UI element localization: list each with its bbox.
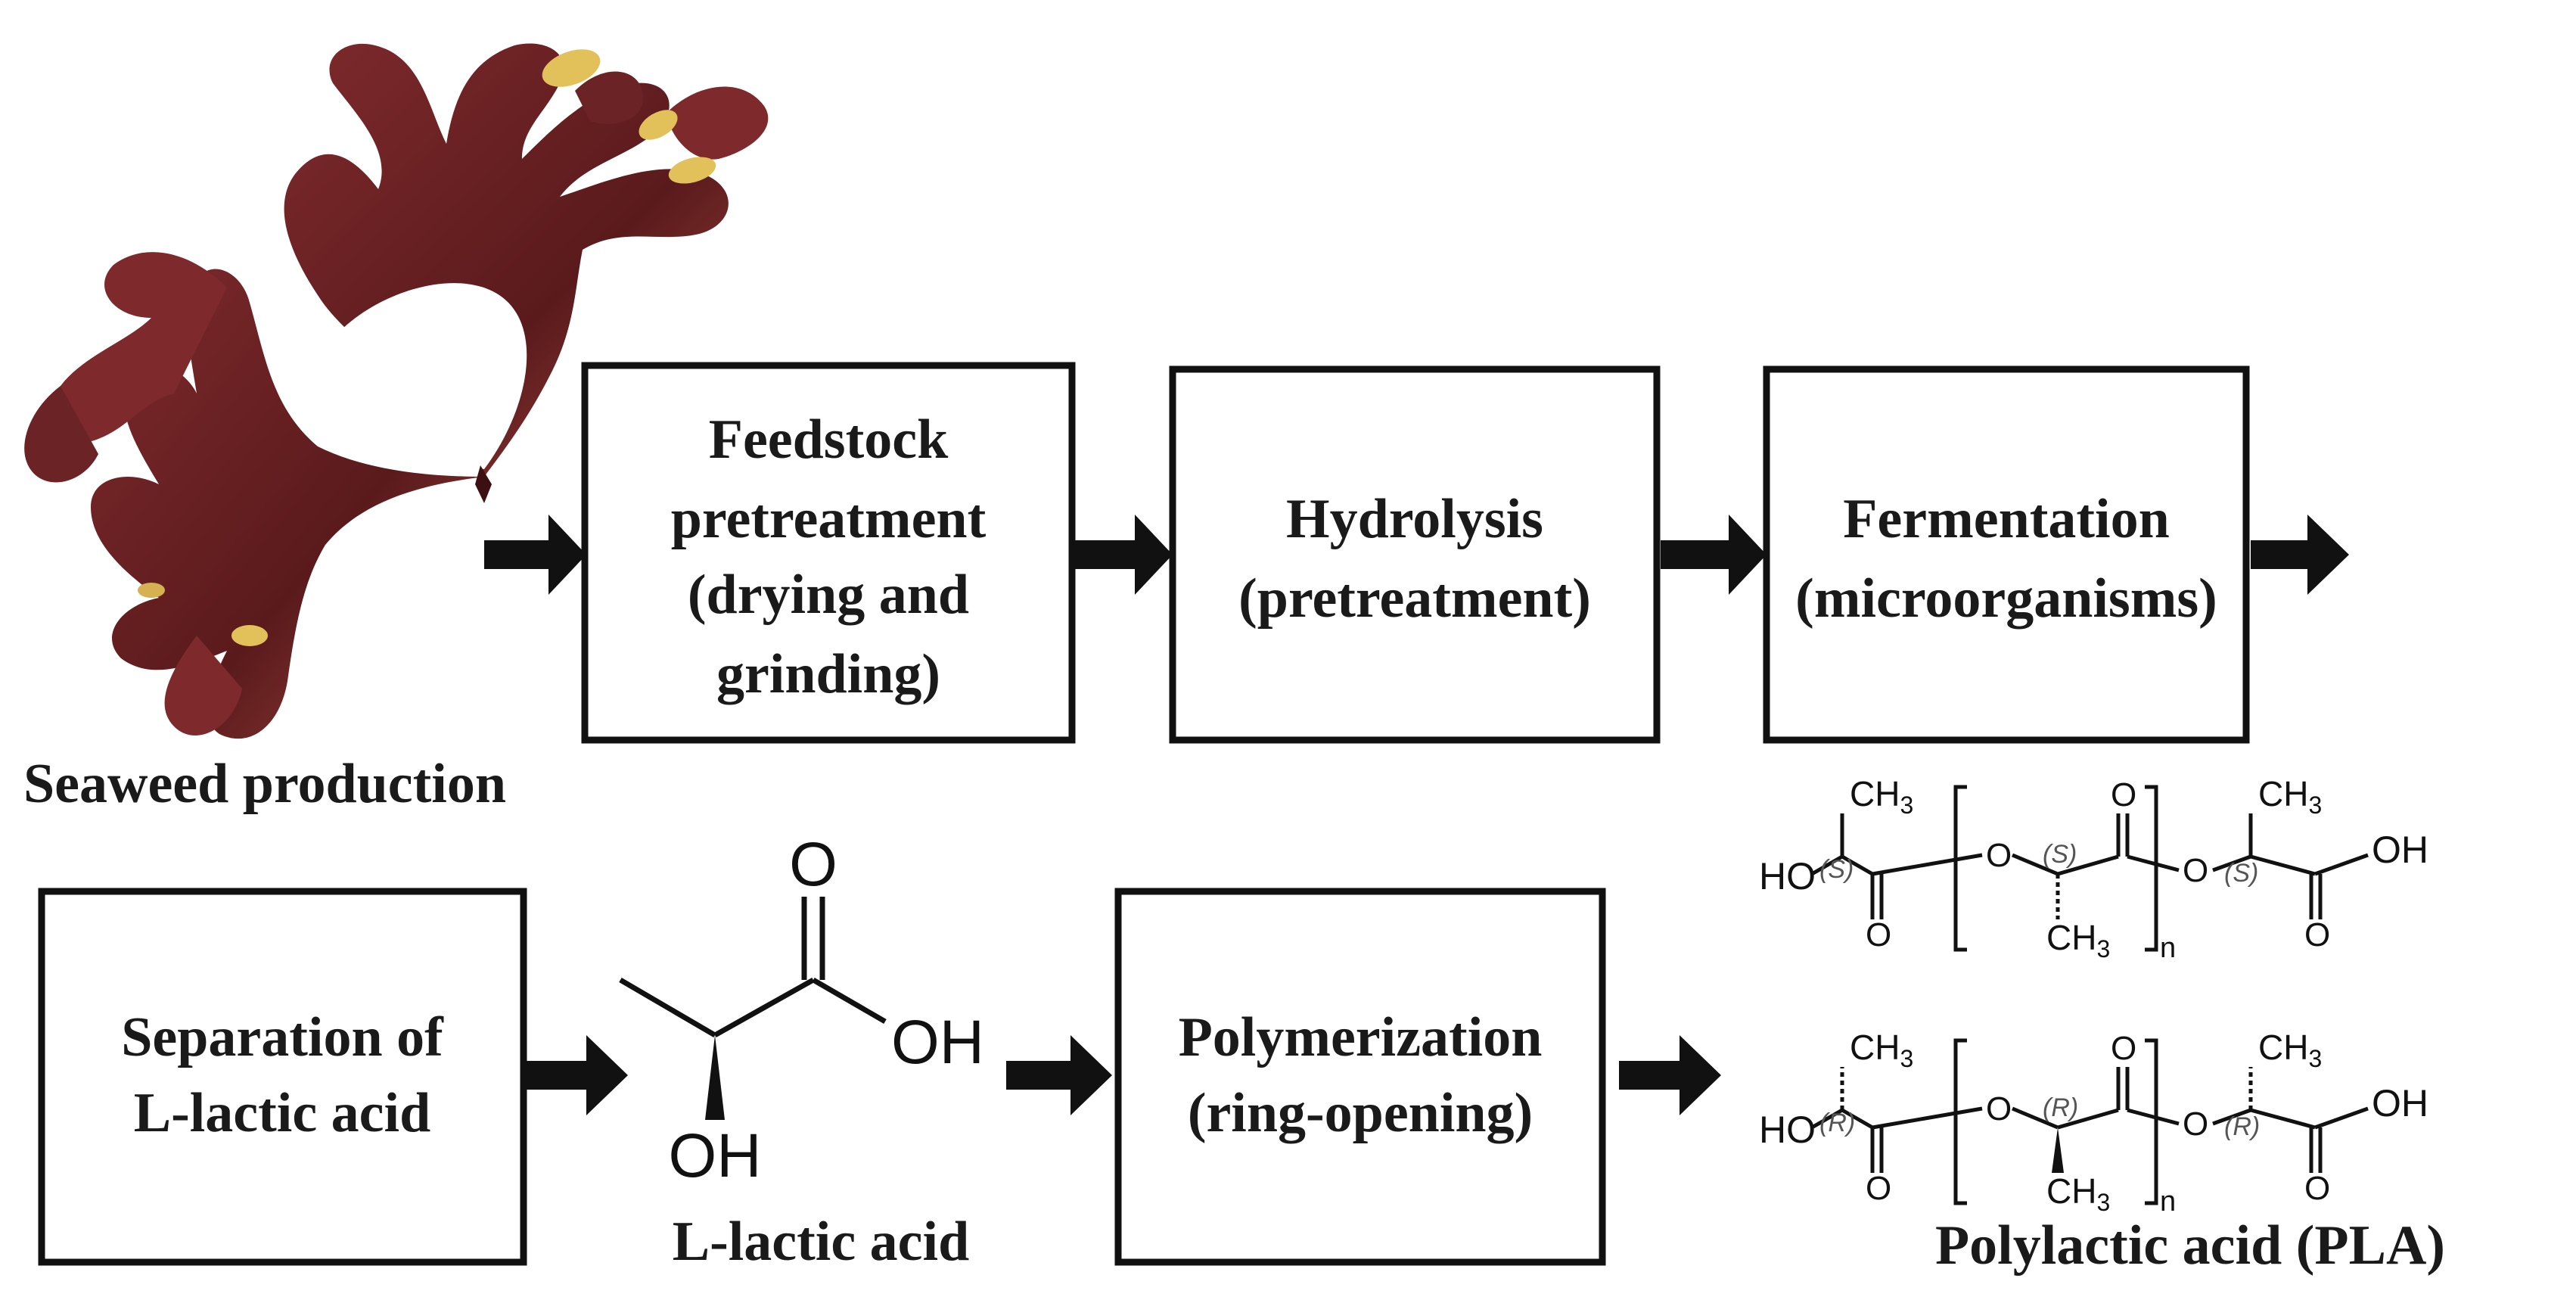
pla-s-oh: OH	[2372, 829, 2428, 871]
pla-r-ch3-middle: CH3	[2046, 1171, 2110, 1216]
pla-r-structure: HO CH3 (R) O O (R) CH3 O n O (R) CH3 OH …	[1759, 1028, 2428, 1218]
pla-s-ch3-left: CH3	[1850, 774, 1913, 819]
polymerization-box	[1114, 888, 1606, 1266]
hydrolysis-line-1: Hydrolysis	[1286, 488, 1543, 550]
pla-s-ch3-right: CH3	[2258, 774, 2322, 819]
pla-r-ch3-left: CH3	[1850, 1028, 1913, 1072]
feedstock-line-1: Feedstock	[709, 409, 949, 471]
hydrolysis-line-2: (pretreatment)	[1238, 568, 1591, 630]
pla-s-o-bottom-left: O	[1866, 916, 1891, 953]
fermentation-line-2: (microorganisms)	[1795, 568, 2217, 630]
pla-s-o-ester-2: O	[2183, 852, 2208, 889]
pla-r-stereo-3: (R)	[2224, 1112, 2260, 1141]
pla-r-o-bottom-right: O	[2304, 1170, 2330, 1207]
lactic-acid-structure: O OH OH	[619, 830, 984, 1190]
arrow-fermentation-out	[2251, 515, 2349, 595]
arrow-polymerization-to-pla	[1619, 1035, 1721, 1115]
feedstock-line-2: pretreatment	[671, 488, 987, 550]
lactic-acid-caption: L-lactic acid	[673, 1211, 970, 1273]
pla-r-o-ester-1: O	[1986, 1090, 2012, 1127]
feedstock-step: Feedstock pretreatment (drying and grind…	[581, 362, 1076, 744]
pla-s-o-bottom-right: O	[2304, 916, 2330, 953]
feedstock-box	[581, 362, 1076, 744]
pla-s-stereo-3: (S)	[2224, 859, 2258, 888]
pla-r-o-bottom-left: O	[1866, 1170, 1891, 1207]
arrow-hydrolysis-to-fermentation	[1661, 515, 1767, 595]
pla-r-ho: HO	[1759, 1109, 1816, 1151]
hydrolysis-step: Hydrolysis (pretreatment)	[1169, 365, 1661, 744]
lactic-oh-label: OH	[891, 1008, 984, 1077]
pla-r-oh: OH	[2372, 1082, 2428, 1124]
arrow-lactic-to-polymerization	[1006, 1035, 1112, 1115]
fermentation-box	[1763, 365, 2250, 744]
pla-r-o-top: O	[2111, 1030, 2136, 1067]
separation-line-2: L-lactic acid	[134, 1082, 431, 1144]
pla-s-stereo-2: (S)	[2043, 840, 2077, 869]
seaweed-caption: Seaweed production	[23, 753, 506, 815]
polymerization-line-2: (ring-opening)	[1188, 1082, 1533, 1144]
arrow-separation-to-lactic	[526, 1035, 628, 1115]
feedstock-line-4: grinding)	[716, 643, 940, 705]
pla-r-ch3-right: CH3	[2258, 1028, 2322, 1072]
fermentation-line-1: Fermentation	[1843, 488, 2170, 550]
pla-s-ho: HO	[1759, 855, 1816, 897]
pla-s-n: n	[2160, 932, 2176, 964]
hydrolysis-box	[1169, 365, 1661, 744]
pla-r-o-ester-2: O	[2183, 1106, 2208, 1143]
pla-r-n: n	[2160, 1186, 2176, 1218]
lactic-o-label: O	[789, 830, 837, 899]
pla-r-stereo-1: (R)	[1819, 1109, 1855, 1137]
pla-caption: Polylactic acid (PLA)	[1935, 1214, 2445, 1277]
polymerization-line-1: Polymerization	[1179, 1006, 1543, 1068]
arrow-feedstock-to-hydrolysis	[1074, 515, 1173, 595]
separation-line-1: Separation of	[121, 1006, 444, 1068]
fermentation-step: Fermentation (microorganisms)	[1763, 365, 2250, 744]
pla-s-ch3-middle: CH3	[2046, 918, 2110, 963]
pla-s-o-ester-1: O	[1986, 837, 2012, 874]
seaweed-image	[24, 43, 769, 739]
pla-s-structure: HO CH3 (S) O O (S) CH3 O n O (S) CH3 OH	[1759, 774, 2428, 964]
separation-step: Separation of L-lactic acid	[38, 888, 527, 1266]
arrow-seaweed-to-feedstock	[484, 515, 586, 595]
separation-box	[38, 888, 527, 1266]
feedstock-line-3: (drying and	[688, 564, 969, 626]
pla-r-stereo-2: (R)	[2043, 1093, 2078, 1122]
pla-s-o-top: O	[2111, 776, 2136, 813]
pla-s-stereo-1: (S)	[1819, 855, 1854, 884]
polymerization-step: Polymerization (ring-opening)	[1114, 888, 1606, 1266]
lactic-oh2-label: OH	[669, 1121, 762, 1190]
